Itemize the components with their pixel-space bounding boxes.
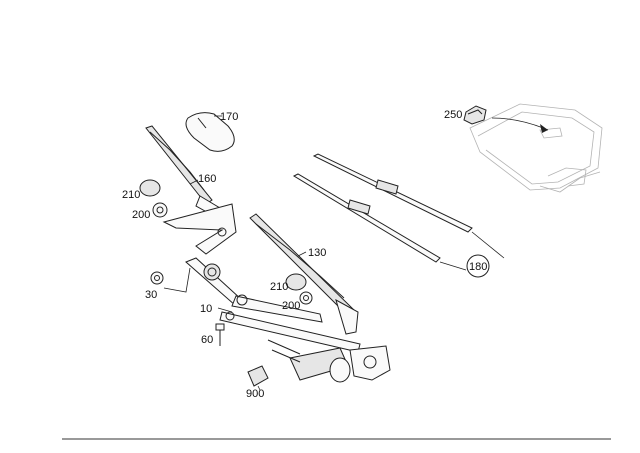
part-30-nut: [150, 271, 164, 285]
callout-210-right: 210: [270, 281, 288, 293]
callout-30: 30: [145, 289, 157, 301]
callout-170: 170: [220, 111, 238, 123]
callout-200-left: 200: [132, 209, 150, 221]
leader-130: [297, 251, 307, 257]
part-250-sensor: [463, 105, 487, 125]
linkage-bracket-left: [162, 203, 237, 255]
leader-30: [163, 267, 191, 293]
part-180-wiper-blade-upper: [312, 153, 473, 233]
part-170-cap: [185, 112, 235, 152]
callout-250: 250: [444, 109, 462, 121]
part-10-linkage: [185, 257, 361, 353]
arrow-250: [540, 124, 548, 133]
leader-180: [439, 231, 505, 271]
leader-10: [217, 307, 233, 313]
part-200-nut-left: [152, 202, 168, 218]
callout-210-left: 210: [122, 189, 140, 201]
part-130-wiper-arm-right: [249, 213, 359, 335]
callout-60: 60: [201, 334, 213, 346]
part-200-nut-right: [299, 291, 313, 305]
callout-180: 180: [469, 261, 487, 273]
part-210-cap-right: [285, 273, 307, 291]
part-60-bolt: [215, 323, 225, 346]
vehicle-windshield-outline: [469, 103, 603, 193]
part-210-cap-left: [139, 179, 161, 197]
connector-900: [247, 365, 269, 387]
part-900-motor: [267, 339, 391, 383]
callout-130: 130: [308, 247, 326, 259]
leader-160: [189, 179, 199, 185]
callout-900: 900: [246, 388, 264, 400]
callout-160: 160: [198, 173, 216, 185]
part-180-wiper-blade-lower: [292, 173, 441, 263]
callout-200-right: 200: [282, 300, 300, 312]
callout-circle-180: [466, 254, 490, 278]
leader-900: [257, 385, 261, 391]
callout-10: 10: [200, 303, 212, 315]
